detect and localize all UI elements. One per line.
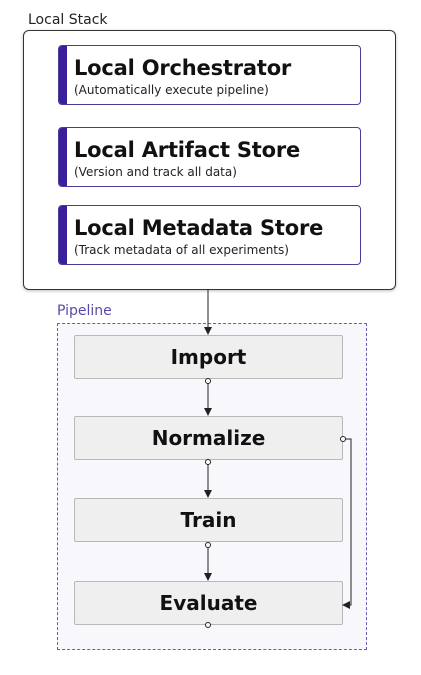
component-accent-bar: [59, 46, 67, 104]
component-title: Local Metadata Store: [74, 216, 324, 240]
pipeline-label: Pipeline: [57, 303, 112, 319]
component-subtitle: (Track metadata of all experiments): [74, 243, 289, 257]
step-normalize: Normalize: [74, 416, 343, 460]
step-import: Import: [74, 335, 343, 379]
component-title: Local Artifact Store: [74, 138, 301, 162]
local-orchestrator-component: Local Orchestrator (Automatically execut…: [58, 45, 361, 105]
local-metadata-store-component: Local Metadata Store (Track metadata of …: [58, 205, 361, 265]
component-subtitle: (Version and track all data): [74, 165, 237, 179]
component-subtitle: (Automatically execute pipeline): [74, 83, 269, 97]
component-accent-bar: [59, 128, 67, 186]
step-evaluate: Evaluate: [74, 581, 343, 625]
component-accent-bar: [59, 206, 67, 264]
local-artifact-store-component: Local Artifact Store (Version and track …: [58, 127, 361, 187]
local-stack-label: Local Stack: [28, 12, 108, 28]
step-train: Train: [74, 498, 343, 542]
component-title: Local Orchestrator: [74, 56, 292, 80]
